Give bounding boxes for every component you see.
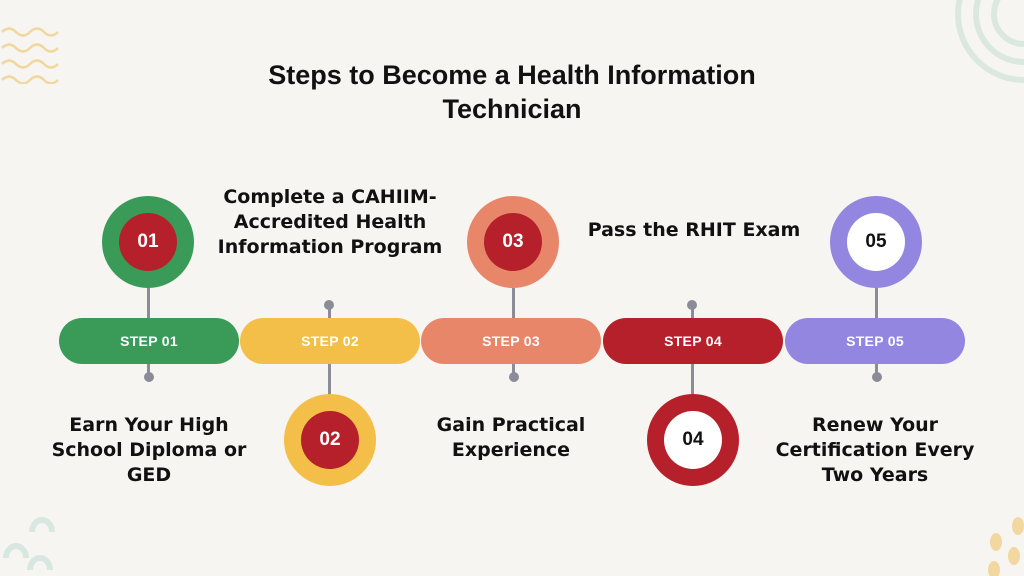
step-5-description: Renew Your Certification Every Two Years <box>775 414 975 486</box>
step-4-number: 04 <box>664 411 722 469</box>
step-5-number-circle: 05 <box>830 196 922 288</box>
step-4-lower-stem <box>691 364 694 396</box>
step-2-upper-stem <box>328 305 331 318</box>
step-5-dot <box>872 372 882 382</box>
step-2-number-circle: 02 <box>284 394 376 486</box>
step-3-pill: STEP 03 <box>421 318 601 364</box>
step-5-lower-stem <box>875 364 878 376</box>
wave-decoration <box>1 27 59 84</box>
step-4-number-circle: 04 <box>647 394 739 486</box>
step-3-dot <box>509 372 519 382</box>
step-4-description: Pass the RHIT Exam <box>587 219 801 241</box>
step-2-number: 02 <box>301 411 359 469</box>
arches-decoration <box>3 517 55 571</box>
step-1-upper-stem <box>147 288 150 318</box>
step-4-upper-stem <box>691 305 694 318</box>
concentric-arcs-decoration <box>955 0 1024 83</box>
step-1-description: Earn Your High School Diploma or GED <box>51 414 247 486</box>
step-3-number: 03 <box>484 213 542 271</box>
step-2-pill: STEP 02 <box>240 318 420 364</box>
step-4-pill: STEP 04 <box>603 318 783 364</box>
step-1-number-circle: 01 <box>102 196 194 288</box>
step-5-number: 05 <box>847 213 905 271</box>
dots-decoration <box>988 517 1024 576</box>
step-3-description: Gain Practical Experience <box>436 414 586 461</box>
step-1-pill: STEP 01 <box>59 318 239 364</box>
step-3-upper-stem <box>512 288 515 318</box>
step-3-number-circle: 03 <box>467 196 559 288</box>
step-2-description: Complete a CAHIIM-Accredited Health Info… <box>217 186 443 258</box>
step-5-upper-stem <box>875 288 878 318</box>
step-5-pill: STEP 05 <box>785 318 965 364</box>
step-1-dot <box>144 372 154 382</box>
step-1-lower-stem <box>147 364 150 376</box>
step-1-number: 01 <box>119 213 177 271</box>
step-3-lower-stem <box>512 364 515 376</box>
page-title: Steps to Become a Health Information Tec… <box>268 60 756 124</box>
step-2-lower-stem <box>328 364 331 396</box>
